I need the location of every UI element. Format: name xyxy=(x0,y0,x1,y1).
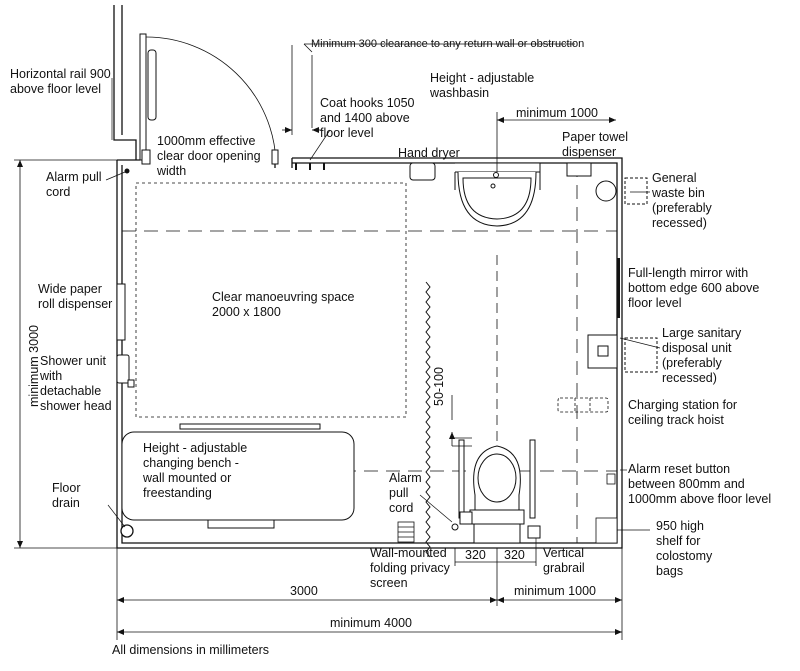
label-vertical-grabrail: Vertical grabrail xyxy=(543,546,585,575)
label-alarm-reset: Alarm reset button between 800mm and 100… xyxy=(628,462,772,506)
label-shower-unit: Shower unit with detachable shower head xyxy=(40,354,112,413)
label-waste-bin: General waste bin (preferably recessed) xyxy=(652,171,712,230)
dim-50-100 xyxy=(449,395,472,447)
label-sanitary-unit: Large sanitary disposal unit (preferably… xyxy=(662,326,742,385)
sanitary-unit xyxy=(587,334,658,373)
dim-50-100-text: 50-100 xyxy=(432,367,446,406)
mirror xyxy=(617,258,620,318)
label-roll-dispenser: Wide paper roll dispenser xyxy=(38,282,113,311)
footer-note: All dimensions in millimeters xyxy=(112,643,269,657)
wc xyxy=(469,445,525,544)
left-dimension xyxy=(14,159,117,549)
door xyxy=(139,33,279,165)
label-shelf: 950 high shelf for colostomy bags xyxy=(656,519,713,578)
bottom-dimensions xyxy=(116,548,623,640)
manoeuvring-space xyxy=(135,182,407,418)
changing-bench xyxy=(121,423,355,529)
dim-min-1000-top xyxy=(496,112,616,132)
label-min-clearance: Minimum 300 clearance to any return wall… xyxy=(311,38,585,50)
screen-base xyxy=(397,521,415,543)
clearance-dimension xyxy=(282,43,575,135)
label-alarm-pull-cord-top: Alarm pull cord xyxy=(46,170,102,199)
coat-hooks xyxy=(295,163,325,170)
shower-unit xyxy=(116,354,135,388)
label-privacy-screen: Wall-mounted folding privacy screen xyxy=(370,546,450,590)
dim-3000-text: 3000 xyxy=(290,584,318,598)
dim-320-left-text: 320 xyxy=(465,548,486,562)
privacy-screen xyxy=(425,281,431,558)
label-paper-towel: Paper towel dispenser xyxy=(562,130,629,159)
shelf xyxy=(595,517,618,544)
label-charging-station: Charging station for ceiling track hoist xyxy=(628,398,738,427)
floor-drain xyxy=(120,524,134,538)
grab-rails xyxy=(458,439,541,539)
label-door-opening: 1000mm effective clear door opening widt… xyxy=(157,134,261,178)
dim-320-right-text: 320 xyxy=(504,548,525,562)
label-mirror: Full-length mirror with bottom edge 600 … xyxy=(628,266,760,310)
label-manoeuvring: Clear manoeuvring space 2000 x 1800 xyxy=(212,290,355,319)
label-coat-hooks: Coat hooks 1050 and 1400 above floor lev… xyxy=(320,96,415,140)
alarm-reset-button xyxy=(606,473,616,485)
roll-dispenser xyxy=(116,283,126,341)
label-floor-drain: Floor drain xyxy=(52,481,81,510)
dim-min-1000-top-text: minimum 1000 xyxy=(516,106,598,120)
paper-towel-dispenser xyxy=(566,162,592,177)
label-hand-dryer: Hand dryer xyxy=(398,146,460,160)
leader-lines xyxy=(105,78,661,548)
waste-bin xyxy=(595,177,648,205)
label-washbasin: Height - adjustable washbasin xyxy=(430,71,535,100)
washbasin xyxy=(454,162,541,227)
dim-min-4000-text: minimum 4000 xyxy=(330,616,412,630)
label-changing-bench: Height - adjustable changing bench - wal… xyxy=(143,441,248,500)
alarm-pull-cord-wc xyxy=(451,523,459,531)
hand-dryer xyxy=(409,162,436,181)
label-alarm-pull-cord-wc: Alarm pull cord xyxy=(389,471,422,515)
dim-min-1000-bottom-text: minimum 1000 xyxy=(514,584,596,598)
label-horizontal-rail: Horizontal rail 900 above floor level xyxy=(10,67,111,96)
alarm-pull-cord-top xyxy=(124,168,130,174)
dim-min-3000: minimum 3000 xyxy=(27,325,41,407)
charging-station xyxy=(557,397,609,413)
